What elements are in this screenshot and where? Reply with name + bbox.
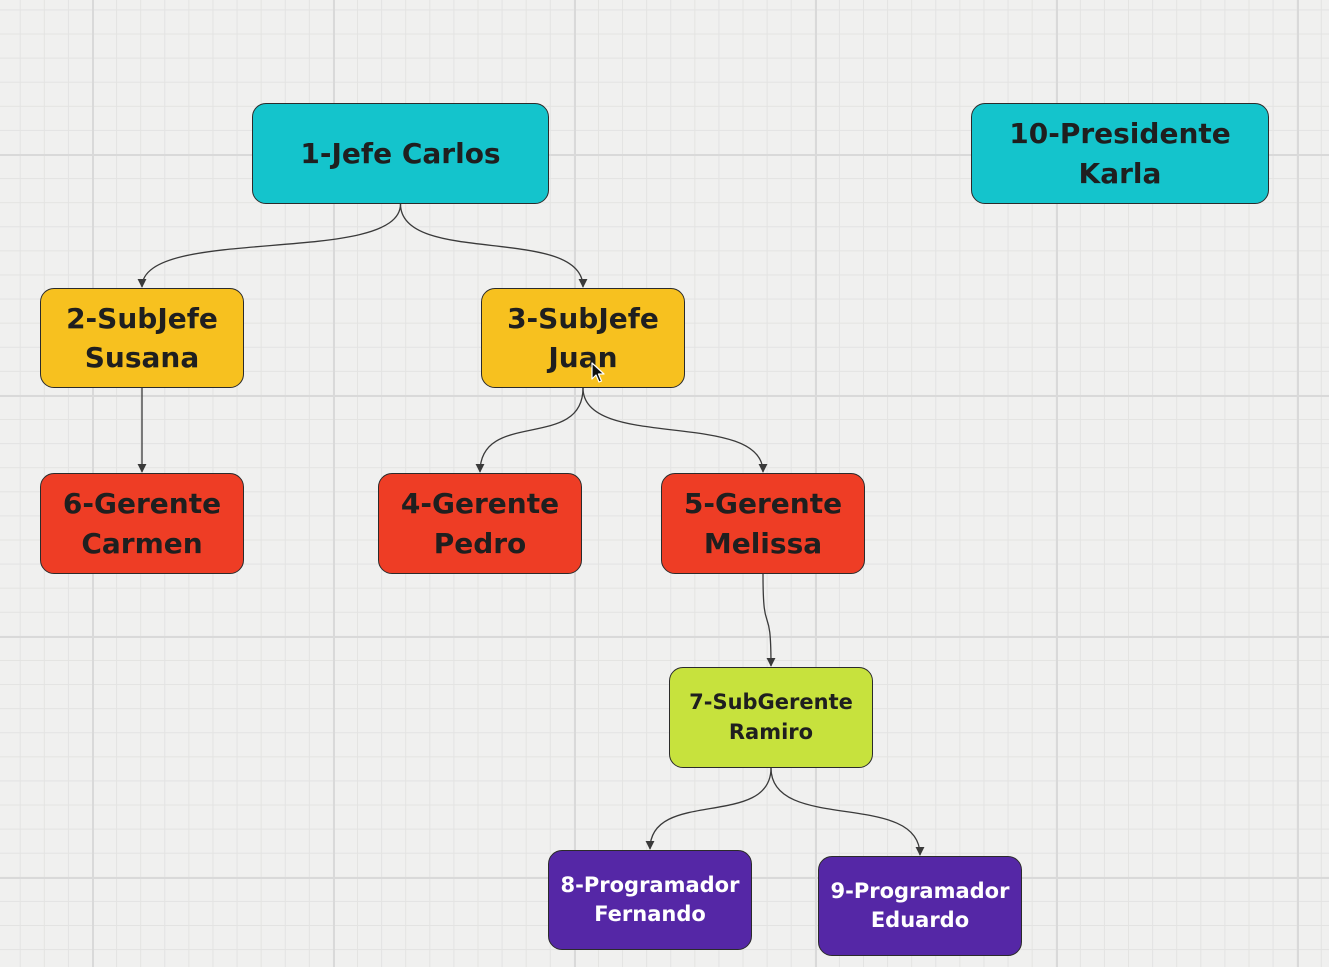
node-6-gerente-carmen[interactable]: 6-Gerente Carmen	[40, 473, 244, 574]
node-2-subjefe-susana[interactable]: 2-SubJefe Susana	[40, 288, 244, 388]
connector-n3-n4[interactable]	[475, 387, 584, 473]
node-label: 8-Programador Fernando	[560, 872, 740, 926]
node-label: 5-Gerente Melissa	[683, 487, 843, 560]
connector-n7-n9[interactable]	[770, 767, 925, 856]
node-label: 10-Presidente Karla	[1009, 117, 1231, 190]
connector-n5-n7[interactable]	[762, 573, 776, 667]
node-4-gerente-pedro[interactable]: 4-Gerente Pedro	[378, 473, 582, 574]
node-label: 9-Programador Eduardo	[830, 878, 1010, 932]
node-3-subjefe-juan[interactable]: 3-SubJefe Juan	[481, 288, 685, 388]
node-label: 4-Gerente Pedro	[400, 487, 560, 560]
node-label: 7-SubGerente Ramiro	[689, 690, 853, 744]
node-1-jefe-carlos[interactable]: 1-Jefe Carlos	[252, 103, 549, 204]
node-label: 2-SubJefe Susana	[66, 301, 218, 374]
connector-n7-n8[interactable]	[645, 767, 772, 850]
node-7-subgerente-ramiro[interactable]: 7-SubGerente Ramiro	[669, 667, 873, 768]
connector-n1-n3[interactable]	[399, 203, 588, 288]
node-9-programador-eduardo[interactable]: 9-Programador Eduardo	[818, 856, 1022, 956]
node-label: 1-Jefe Carlos	[300, 136, 501, 170]
node-10-presidente-karla[interactable]: 10-Presidente Karla	[971, 103, 1269, 204]
node-5-gerente-melissa[interactable]: 5-Gerente Melissa	[661, 473, 865, 574]
node-label: 6-Gerente Carmen	[62, 487, 222, 560]
mouse-cursor-icon	[591, 362, 605, 383]
node-8-programador-fernando[interactable]: 8-Programador Fernando	[548, 850, 752, 950]
node-label: 3-SubJefe Juan	[507, 301, 659, 374]
connector-n1-n2[interactable]	[137, 203, 402, 288]
connector-n3-n5[interactable]	[582, 387, 768, 473]
